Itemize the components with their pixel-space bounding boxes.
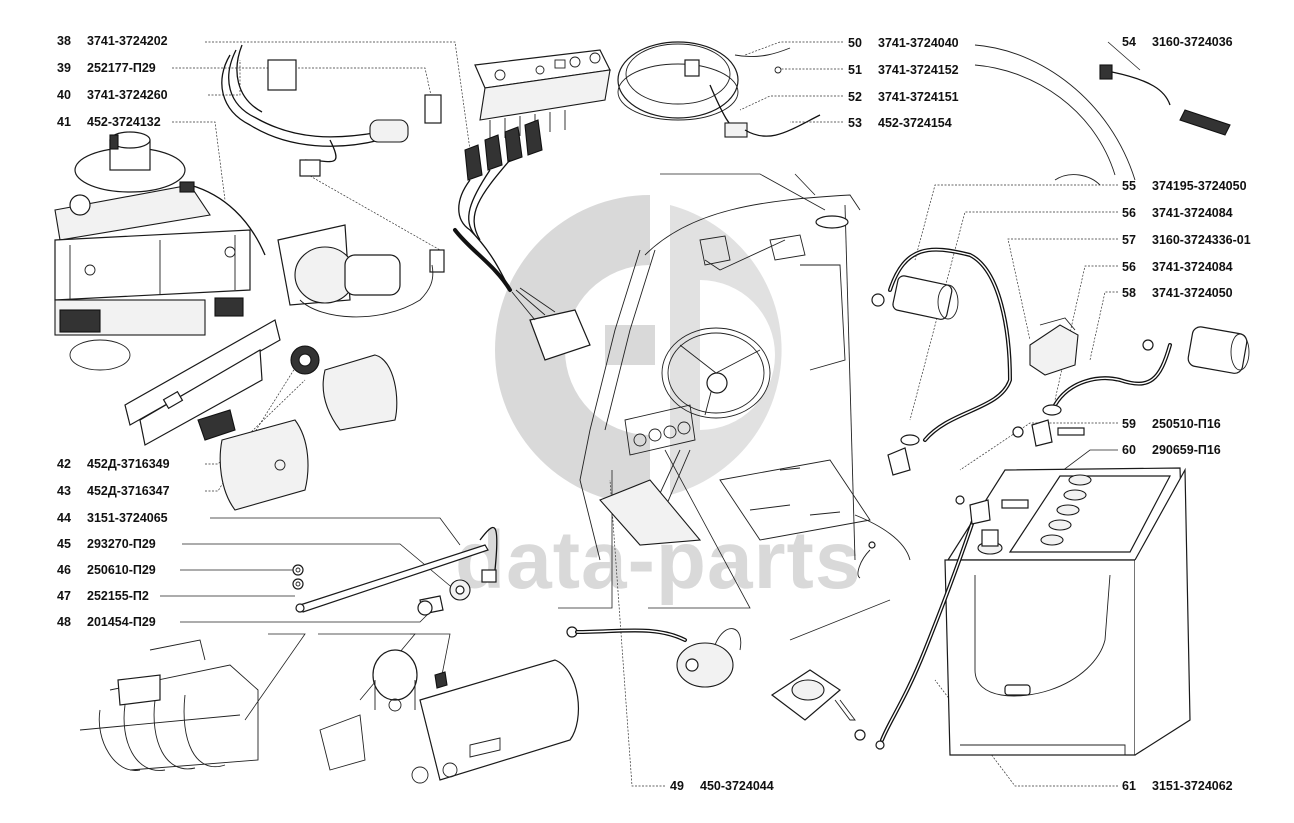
capacitor-cable-55 — [871, 247, 1013, 476]
callout-number: 55 — [1122, 179, 1136, 193]
relay-58 — [1012, 326, 1250, 447]
ground-strap — [292, 527, 498, 616]
part-number: 252155-П2 — [87, 589, 149, 603]
callout-number: 48 — [57, 615, 71, 629]
callout-47: 47 252155-П2 — [57, 590, 149, 603]
part-number: 452-3724154 — [878, 116, 952, 130]
callout-number: 46 — [57, 563, 71, 577]
callout-45: 45 293270-П29 — [57, 538, 156, 551]
part-number: 252177-П29 — [87, 61, 156, 75]
callout-49: 49 450-3724044 — [670, 780, 774, 793]
wheel-arch — [974, 44, 1136, 186]
callout-51: 51 3741-3724152 — [848, 64, 959, 77]
part-number: 290659-П16 — [1152, 443, 1221, 457]
pressure-sensor — [770, 669, 866, 741]
callout-number: 54 — [1122, 35, 1136, 49]
part-54-wire — [1099, 64, 1231, 136]
callout-41: 41 452-3724132 — [57, 116, 161, 129]
part-number: 3741-3724084 — [1152, 206, 1233, 220]
callout-number: 41 — [57, 115, 71, 129]
callout-40: 40 3741-3724260 — [57, 89, 168, 102]
connector-bundle — [453, 119, 591, 361]
callout-55: 55 374195-3724050 — [1122, 180, 1247, 193]
part-number: 3151-3724065 — [87, 511, 168, 525]
callout-number: 59 — [1122, 417, 1136, 431]
watermark-logo-icon — [495, 195, 782, 505]
callout-number: 43 — [57, 484, 71, 498]
callout-58: 58 3741-3724050 — [1122, 287, 1233, 300]
callout-number: 52 — [848, 90, 862, 104]
callout-number: 51 — [848, 63, 862, 77]
callout-number: 53 — [848, 116, 862, 130]
cab-interior — [579, 194, 911, 579]
callout-number: 57 — [1122, 233, 1136, 247]
callout-38: 38 3741-3724202 — [57, 35, 168, 48]
callout-number: 58 — [1122, 286, 1136, 300]
callout-52: 52 3741-3724151 — [848, 91, 959, 104]
callout-number: 60 — [1122, 443, 1136, 457]
leader-lines — [160, 41, 1141, 787]
lamp-ring — [617, 41, 821, 138]
part-number: 3151-3724062 — [1152, 779, 1233, 793]
terminal-cover-57 — [1029, 317, 1079, 376]
part-number: 3160-3724336-01 — [1152, 233, 1251, 247]
callout-46: 46 250610-П29 — [57, 564, 156, 577]
part-number: 3741-3724151 — [878, 90, 959, 104]
part-number: 3741-3724202 — [87, 34, 168, 48]
callout-39: 39 252177-П29 — [57, 62, 156, 75]
callout-number: 42 — [57, 457, 71, 471]
wiring-harness — [221, 44, 445, 273]
part-number: 250610-П29 — [87, 563, 156, 577]
callout-number: 47 — [57, 589, 71, 603]
engine-top-left — [54, 131, 266, 371]
callout-53: 53 452-3724154 — [848, 117, 952, 130]
lamp-housing — [219, 345, 398, 511]
part-number: 201454-П29 — [87, 615, 156, 629]
callout-61: 61 3151-3724062 — [1122, 780, 1233, 793]
callout-44: 44 3151-3724065 — [57, 512, 168, 525]
callout-number: 56 — [1122, 206, 1136, 220]
throttle-body — [319, 649, 580, 784]
callout-number: 39 — [57, 61, 71, 75]
callout-60: 60 290659-П16 — [1122, 444, 1221, 457]
callout-number: 61 — [1122, 779, 1136, 793]
callout-number: 50 — [848, 36, 862, 50]
callout-56b: 56 3741-3724084 — [1122, 261, 1233, 274]
callout-50: 50 3741-3724040 — [848, 37, 959, 50]
callout-number: 56 — [1122, 260, 1136, 274]
part-number: 3741-3724050 — [1152, 286, 1233, 300]
part-number: 3741-3724260 — [87, 88, 168, 102]
battery — [875, 467, 1191, 756]
callout-54: 54 3160-3724036 — [1122, 36, 1233, 49]
callout-56a: 56 3741-3724084 — [1122, 207, 1233, 220]
part-number: 450-3724044 — [700, 779, 774, 793]
part-number: 3741-3724040 — [878, 36, 959, 50]
part-number: 374195-3724050 — [1152, 179, 1247, 193]
switch-panel — [474, 49, 611, 140]
part-number: 3741-3724084 — [1152, 260, 1233, 274]
part-number: 452Д-3716349 — [87, 457, 170, 471]
callout-number: 45 — [57, 537, 71, 551]
callout-number: 40 — [57, 88, 71, 102]
callout-48: 48 201454-П29 — [57, 616, 156, 629]
part-number: 452Д-3716347 — [87, 484, 170, 498]
part-number: 293270-П29 — [87, 537, 156, 551]
part-number: 250510-П16 — [1152, 417, 1221, 431]
part-number: 3160-3724036 — [1152, 35, 1233, 49]
callout-59: 59 250510-П16 — [1122, 418, 1221, 431]
wiper-motor — [277, 224, 434, 318]
callout-57: 57 3160-3724336-01 — [1122, 234, 1251, 247]
callout-42: 42 452Д-3716349 — [57, 458, 170, 471]
callout-number: 44 — [57, 511, 71, 525]
callout-number: 38 — [57, 34, 71, 48]
intake-manifold — [79, 639, 259, 771]
callout-43: 43 452Д-3716347 — [57, 485, 170, 498]
part-number: 452-3724132 — [87, 115, 161, 129]
part-number: 3741-3724152 — [878, 63, 959, 77]
mounting-plate — [124, 319, 281, 446]
sensor-49 — [566, 626, 742, 688]
callout-number: 49 — [670, 779, 684, 793]
